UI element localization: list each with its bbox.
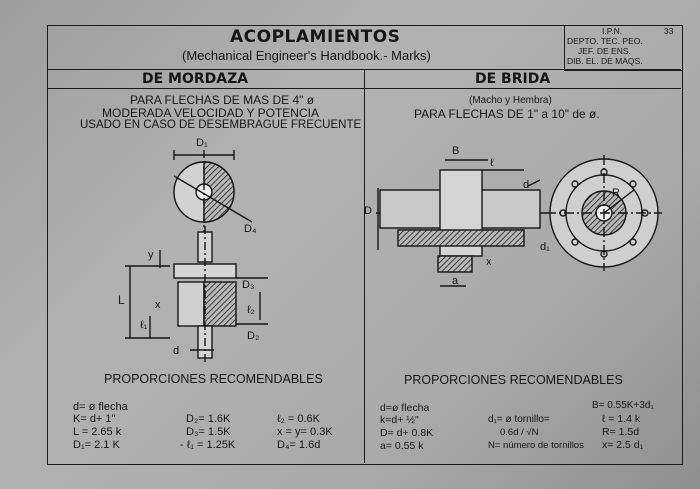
dim-D4: D₄ bbox=[244, 223, 257, 235]
right-subheading: (Macho y Hembra) bbox=[469, 95, 552, 106]
left-formula: L = 2.65 k bbox=[73, 426, 122, 438]
title-block-sheet-number: 33 bbox=[664, 26, 674, 36]
right-formula: B= 0.55K+3d₁ bbox=[592, 400, 654, 411]
left-formula: D₁= 2.1 K bbox=[73, 439, 120, 451]
dim-x-left: x bbox=[155, 299, 161, 311]
left-formula: D₂= 1.6K bbox=[186, 413, 231, 425]
dim-x-right: x bbox=[486, 256, 492, 268]
dim-l2: ℓ₂ bbox=[247, 304, 255, 316]
left-formula: ℓ₂ = 0.6K bbox=[277, 413, 320, 425]
right-formula: k=d+ ½" bbox=[380, 414, 419, 426]
right-heading: DE BRIDA bbox=[475, 71, 551, 87]
sheet-title: ACOPLAMIENTOS bbox=[230, 27, 401, 47]
right-formula: a= 0.55 k bbox=[380, 440, 424, 452]
right-formula: 0.6d / √N bbox=[500, 427, 539, 438]
left-heading: DE MORDAZA bbox=[142, 71, 249, 87]
left-proportions-title: PROPORCIONES RECOMENDABLES bbox=[104, 372, 323, 386]
left-formula: K= d+ 1" bbox=[73, 413, 116, 425]
jaw-coupling-side-view bbox=[125, 226, 268, 362]
left-formula: - ℓ₁ = 1.25K bbox=[180, 439, 236, 451]
right-formula: x= 2.5 d₁ bbox=[602, 439, 644, 451]
center-divider bbox=[364, 69, 365, 463]
left-formula: d= ø flecha bbox=[73, 401, 128, 413]
sheet-subtitle: (Mechanical Engineer's Handbook.- Marks) bbox=[182, 48, 431, 63]
title-block-frame bbox=[564, 25, 683, 71]
right-formula: D= d+ 0.8K bbox=[380, 427, 434, 439]
left-formula: D₃= 1.5K bbox=[186, 426, 231, 438]
right-formula: d=ø flecha bbox=[380, 402, 430, 414]
dim-l1: ℓ₁ bbox=[140, 319, 148, 331]
dim-a: a bbox=[452, 275, 459, 287]
dim-d-right: d bbox=[523, 179, 530, 191]
left-formula: D₄= 1.6d bbox=[277, 439, 321, 451]
dim-l: ℓ bbox=[490, 157, 494, 169]
flange-coupling-side-view bbox=[376, 159, 546, 287]
dim-d-left: d bbox=[173, 345, 180, 357]
dim-D2: D₂ bbox=[247, 330, 260, 342]
title-block-chief: JEF. DE ENS. bbox=[578, 46, 631, 56]
left-desc-line-2: MODERADA VELOCIDAD Y POTENCIA bbox=[102, 106, 319, 120]
dim-y: y bbox=[148, 249, 154, 261]
jaw-coupling-end-view bbox=[173, 150, 253, 236]
title-block-school: I.P.N. bbox=[602, 26, 623, 36]
right-proportions-title: PROPORCIONES RECOMENDABLES bbox=[404, 373, 623, 387]
left-formula: x = y= 0.3K bbox=[277, 426, 333, 438]
right-formula: d₁= ø tornillo= bbox=[488, 414, 550, 425]
right-formula: R= 1.5d bbox=[602, 426, 640, 438]
right-desc: PARA FLECHAS DE 1" a 10" de ø. bbox=[414, 107, 600, 121]
left-desc-line-1: PARA FLECHAS DE MAS DE 4" ø bbox=[130, 93, 315, 107]
dim-B: B bbox=[452, 145, 460, 157]
right-formula: N= número de tornillos bbox=[488, 440, 584, 451]
dim-R: R bbox=[612, 187, 620, 199]
dim-D3: D₃ bbox=[242, 279, 255, 291]
dim-d1: d₁ bbox=[540, 241, 550, 253]
title-block-drafting: DIB. EL. DE MAQS. bbox=[567, 56, 643, 66]
right-formula: ℓ = 1.4 k bbox=[602, 413, 641, 425]
dim-L: L bbox=[118, 293, 125, 307]
title-block-department: DEPTO. TEC. PEO. bbox=[567, 36, 643, 46]
left-desc-line-3: USADO EN CASO DE DESEMBRAGUE FRECUENTE bbox=[80, 119, 362, 131]
outer-border bbox=[47, 25, 683, 465]
dim-D1: D₁ bbox=[196, 137, 208, 149]
dim-D: D bbox=[364, 205, 372, 217]
flange-coupling-end-view bbox=[546, 155, 662, 271]
